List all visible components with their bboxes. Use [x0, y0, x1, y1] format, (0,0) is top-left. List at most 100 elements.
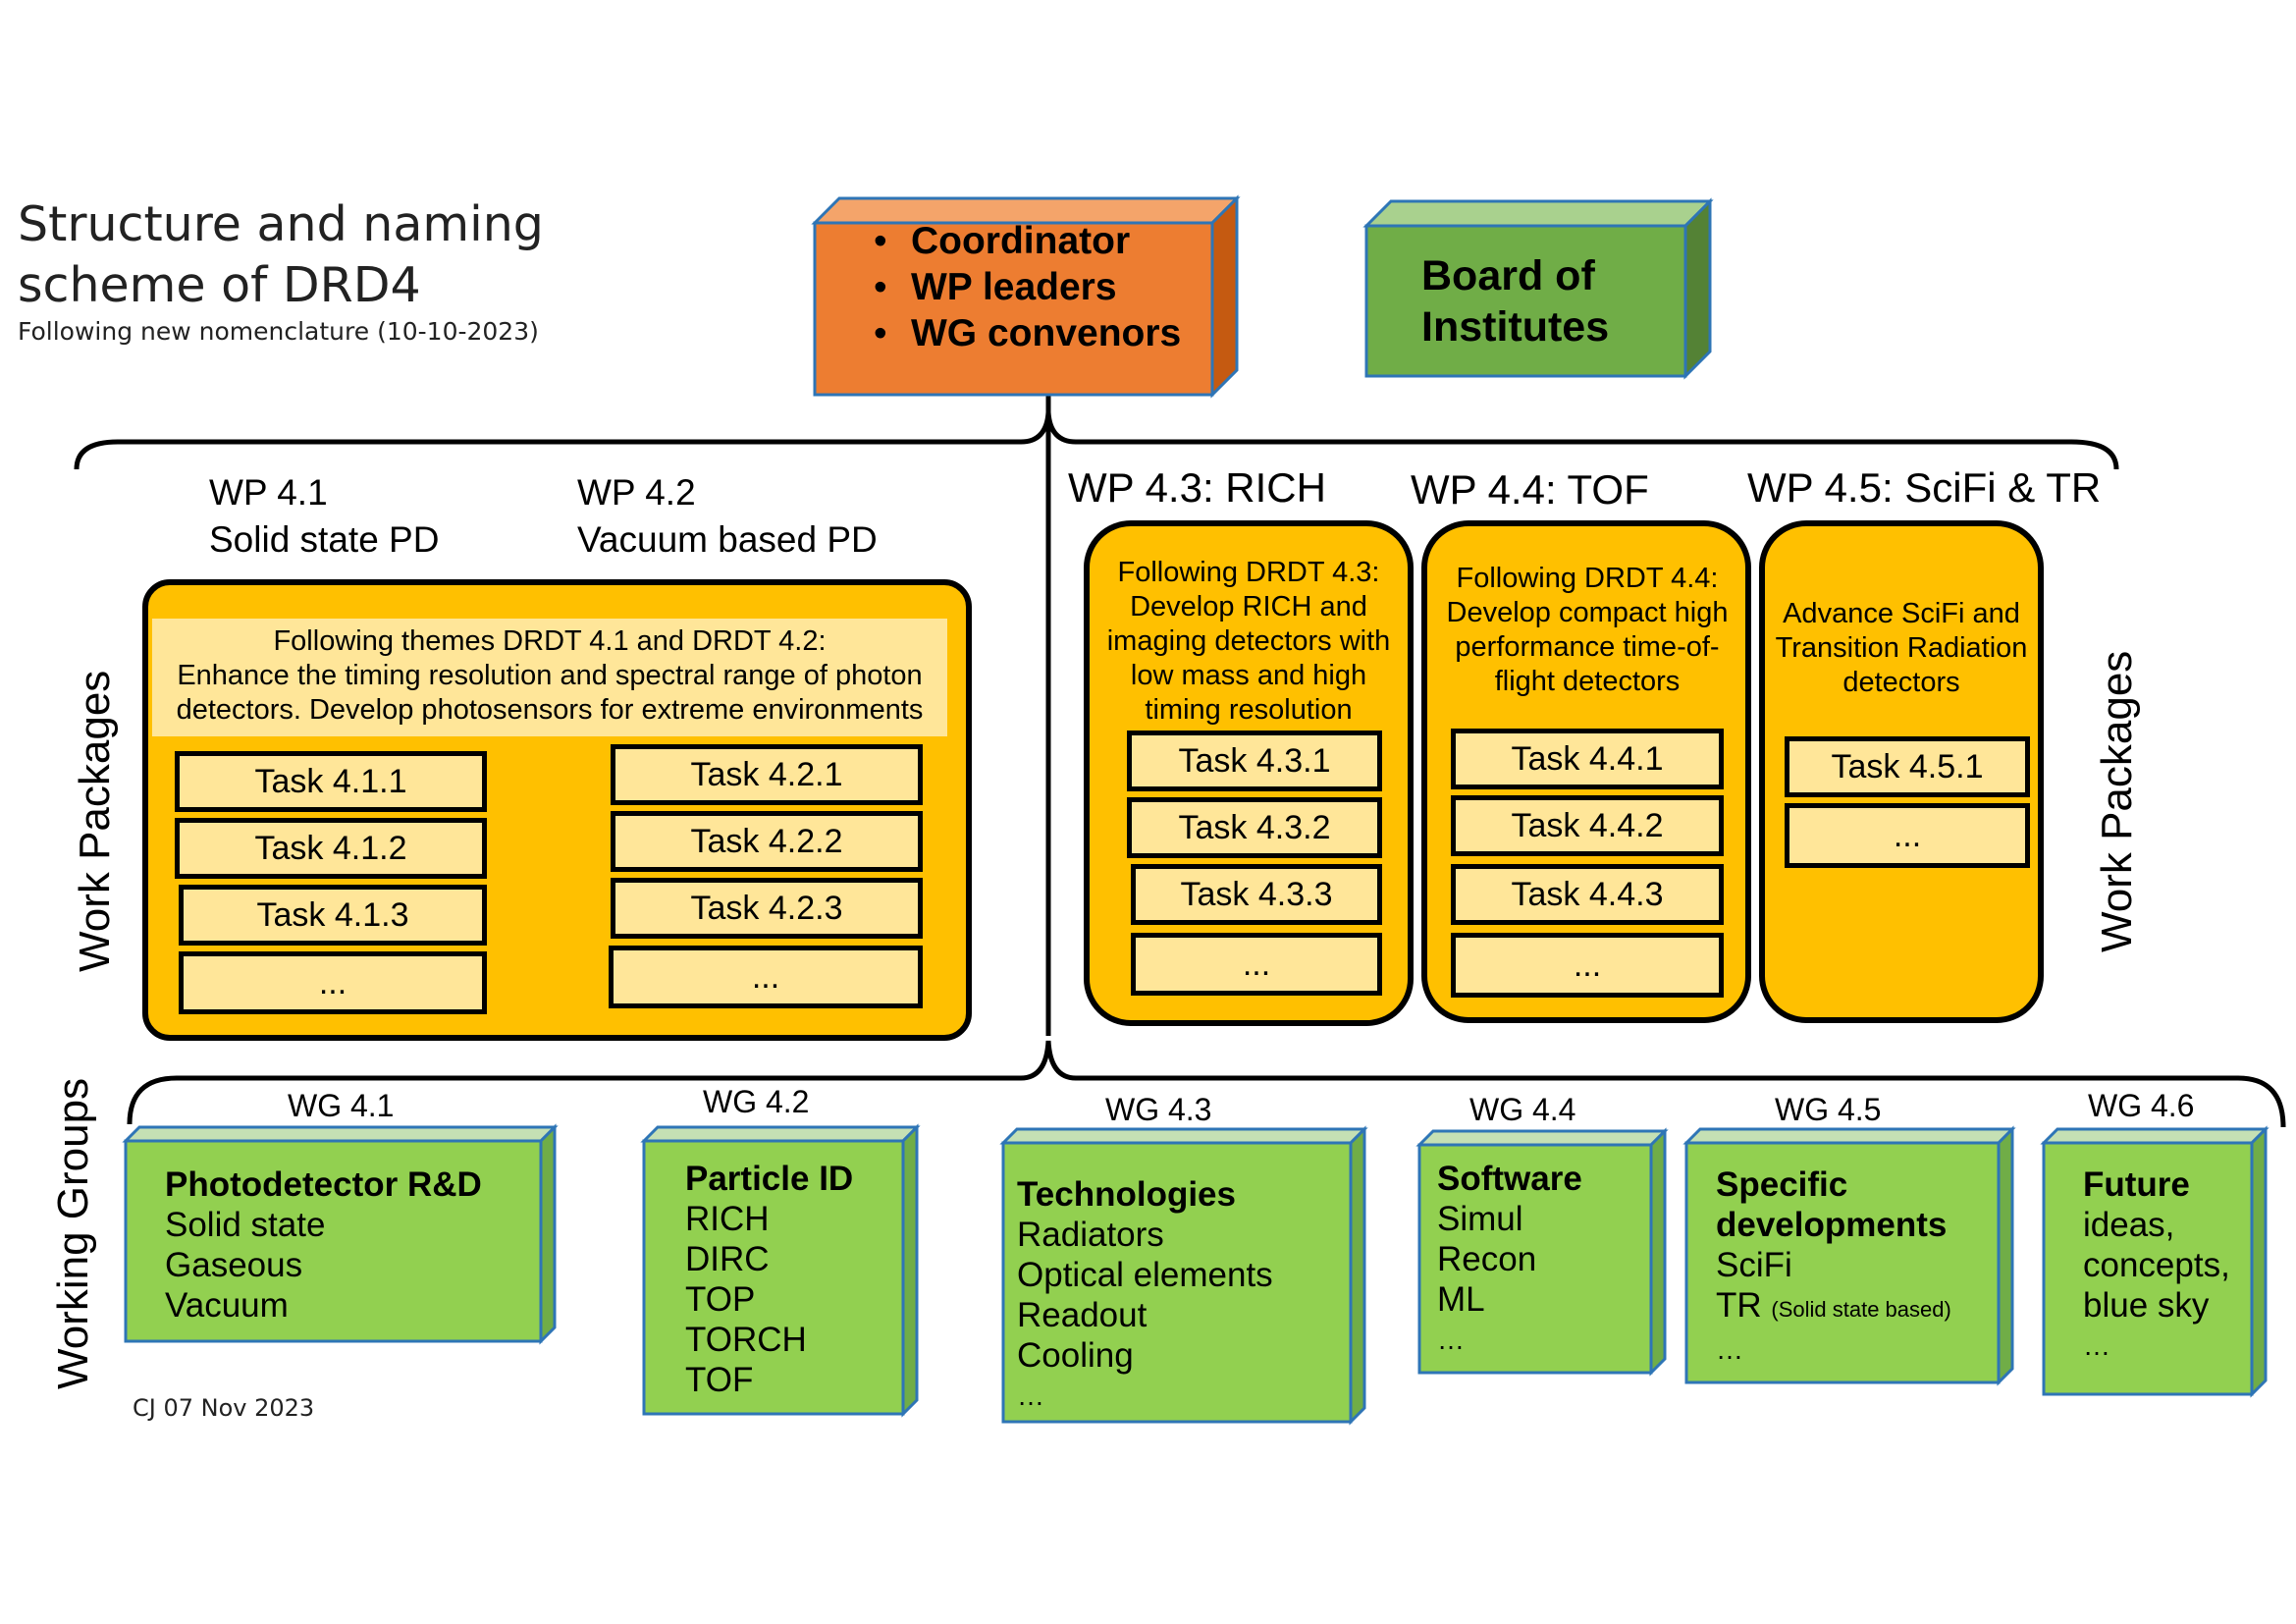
wp-4-1-4-2-description: Following themes DRDT 4.1 and DRDT 4.2: …: [152, 619, 947, 736]
wg-item: Radiators: [1017, 1216, 1164, 1254]
description-line: timing resolution: [1145, 694, 1353, 726]
task-box: Task 4.5.1: [1785, 736, 2030, 797]
wp-4-3-description: Following DRDT 4.3: Develop RICH and ima…: [1092, 556, 1406, 728]
wg-title: Specific: [1716, 1165, 1848, 1204]
wp-4-2-header: WP 4.2 Vacuum based PD: [577, 469, 878, 564]
wg-item: …: [1437, 1325, 1465, 1355]
wg-item: blue sky: [2083, 1286, 2210, 1325]
board-line-1: Board of: [1421, 252, 1595, 299]
task-box: Task 4.2.3: [611, 878, 923, 939]
wg-4-5-label: WG 4.5: [1775, 1092, 1882, 1127]
wg-item: Solid state: [165, 1206, 326, 1244]
wg-title: Future: [2083, 1165, 2190, 1204]
wp-4-5-header: WP 4.5: SciFi & TR: [1747, 464, 2102, 511]
wg-4-2-label: WG 4.2: [703, 1084, 810, 1119]
wg-item: ideas,: [2083, 1206, 2175, 1244]
wg-4-6-label: WG 4.6: [2088, 1088, 2195, 1123]
wg-item-note: (Solid state based): [1771, 1297, 1951, 1322]
description-line: Transition Radiation: [1775, 632, 2028, 664]
task-box: Task 4.1.2: [175, 818, 487, 879]
page-subtitle: Following new nomenclature (10-10-2023): [18, 317, 539, 346]
work-packages-side-label-left: Work Packages: [71, 670, 119, 972]
wg-4-2-box: Particle ID RICH DIRC TOP TORCH TOF: [640, 1123, 921, 1418]
task-box: Task 4.3.3: [1131, 864, 1382, 925]
task-box: ...: [1131, 933, 1382, 996]
wg-item: RICH: [685, 1200, 770, 1238]
description-line: Following DRDT 4.3:: [1117, 557, 1380, 588]
wp-4-1-number: WP 4.1: [209, 472, 328, 513]
wp-4-2-name: Vacuum based PD: [577, 519, 878, 560]
task-box: ...: [1785, 803, 2030, 868]
wg-item: DIRC: [685, 1240, 770, 1278]
wg-4-1-label: WG 4.1: [288, 1088, 395, 1123]
wg-4-4-label: WG 4.4: [1469, 1092, 1576, 1127]
page-title-line-2: scheme of DRD4: [18, 257, 421, 313]
description-line: low mass and high: [1130, 660, 1367, 691]
task-box: ...: [1451, 933, 1724, 998]
wg-item: ML: [1437, 1280, 1485, 1319]
wg-item: TOF: [685, 1361, 754, 1399]
wg-4-1-box: Photodetector R&D Solid state Gaseous Va…: [122, 1123, 559, 1345]
wp-4-5-description: Advance SciFi and Transition Radiation d…: [1765, 597, 2038, 700]
description-line: detectors. Develop photosensors for extr…: [176, 694, 924, 726]
wp-4-3-header: WP 4.3: RICH: [1068, 464, 1326, 511]
page-title-line-1: Structure and naming: [18, 196, 544, 252]
wp-4-1-header: WP 4.1 Solid state PD: [209, 469, 439, 564]
board-line-2: Institutes: [1421, 303, 1610, 351]
wg-title: Technologies: [1017, 1175, 1236, 1214]
task-box: Task 4.4.1: [1451, 729, 1724, 789]
description-line: Following DRDT 4.4:: [1456, 563, 1719, 594]
wp-4-1-name: Solid state PD: [209, 519, 440, 560]
wg-item: …: [2083, 1330, 2110, 1361]
wg-item: concepts,: [2083, 1246, 2230, 1284]
working-groups-side-label: Working Groups: [49, 1077, 97, 1389]
wg-title: Software: [1437, 1160, 1582, 1198]
wg-4-3-label: WG 4.3: [1105, 1092, 1212, 1127]
wg-item: SciFi: [1716, 1246, 1792, 1284]
task-box: Task 4.3.1: [1127, 731, 1382, 791]
wp-4-2-number: WP 4.2: [577, 472, 696, 513]
description-line: performance time-of-: [1455, 631, 1720, 663]
wp-leaders-item: WP leaders: [854, 264, 1181, 310]
wg-4-4-box: Software Simul Recon ML …: [1415, 1127, 1669, 1377]
wg-item: …: [1716, 1334, 1743, 1365]
description-line: imaging detectors with: [1106, 625, 1391, 657]
description-line: Develop RICH and: [1130, 591, 1367, 623]
working-group-brace: [127, 1040, 2286, 1128]
wg-item: Cooling: [1017, 1336, 1134, 1375]
wg-item: TOP: [685, 1280, 756, 1319]
task-box: Task 4.4.2: [1451, 795, 1724, 856]
wg-item: Optical elements: [1017, 1256, 1273, 1294]
wg-4-5-box: Specific developments SciFi TR (Solid st…: [1682, 1125, 2016, 1386]
description-line: detectors: [1842, 667, 1960, 698]
wg-title: developments: [1716, 1206, 1948, 1244]
task-box: Task 4.2.2: [611, 811, 923, 872]
task-box: ...: [179, 951, 487, 1014]
wg-item: Readout: [1017, 1296, 1148, 1334]
footer-credit: CJ 07 Nov 2023: [133, 1394, 315, 1422]
task-box: Task 4.4.3: [1451, 864, 1724, 925]
wg-item: TR: [1716, 1286, 1762, 1325]
wp-4-4-header: WP 4.4: TOF: [1411, 466, 1649, 513]
coordinator-box: Coordinator WP leaders WG convenors: [811, 194, 1241, 399]
task-box: Task 4.1.1: [175, 751, 487, 812]
wg-item: Vacuum: [165, 1286, 289, 1325]
task-box: Task 4.3.2: [1127, 797, 1382, 858]
wg-convenors-item: WG convenors: [854, 310, 1181, 356]
description-line: Enhance the timing resolution and spectr…: [177, 660, 923, 691]
wg-title: Photodetector R&D: [165, 1165, 482, 1204]
wp-4-4-description: Following DRDT 4.4: Develop compact high…: [1433, 562, 1741, 699]
task-box: ...: [609, 946, 923, 1008]
wg-item: Simul: [1437, 1200, 1523, 1238]
board-of-institutes-box: Board of Institutes: [1362, 197, 1714, 380]
wg-item: Recon: [1437, 1240, 1537, 1278]
wg-item: TORCH: [685, 1321, 807, 1359]
wg-item: Gaseous: [165, 1246, 303, 1284]
work-packages-side-label-right: Work Packages: [2093, 650, 2141, 952]
coordinator-item: Coordinator: [854, 218, 1181, 264]
task-box: Task 4.2.1: [611, 744, 923, 805]
wg-item: …: [1017, 1380, 1044, 1411]
wg-4-6-box: Future ideas, concepts, blue sky …: [2040, 1125, 2269, 1398]
description-line: flight detectors: [1494, 666, 1681, 697]
